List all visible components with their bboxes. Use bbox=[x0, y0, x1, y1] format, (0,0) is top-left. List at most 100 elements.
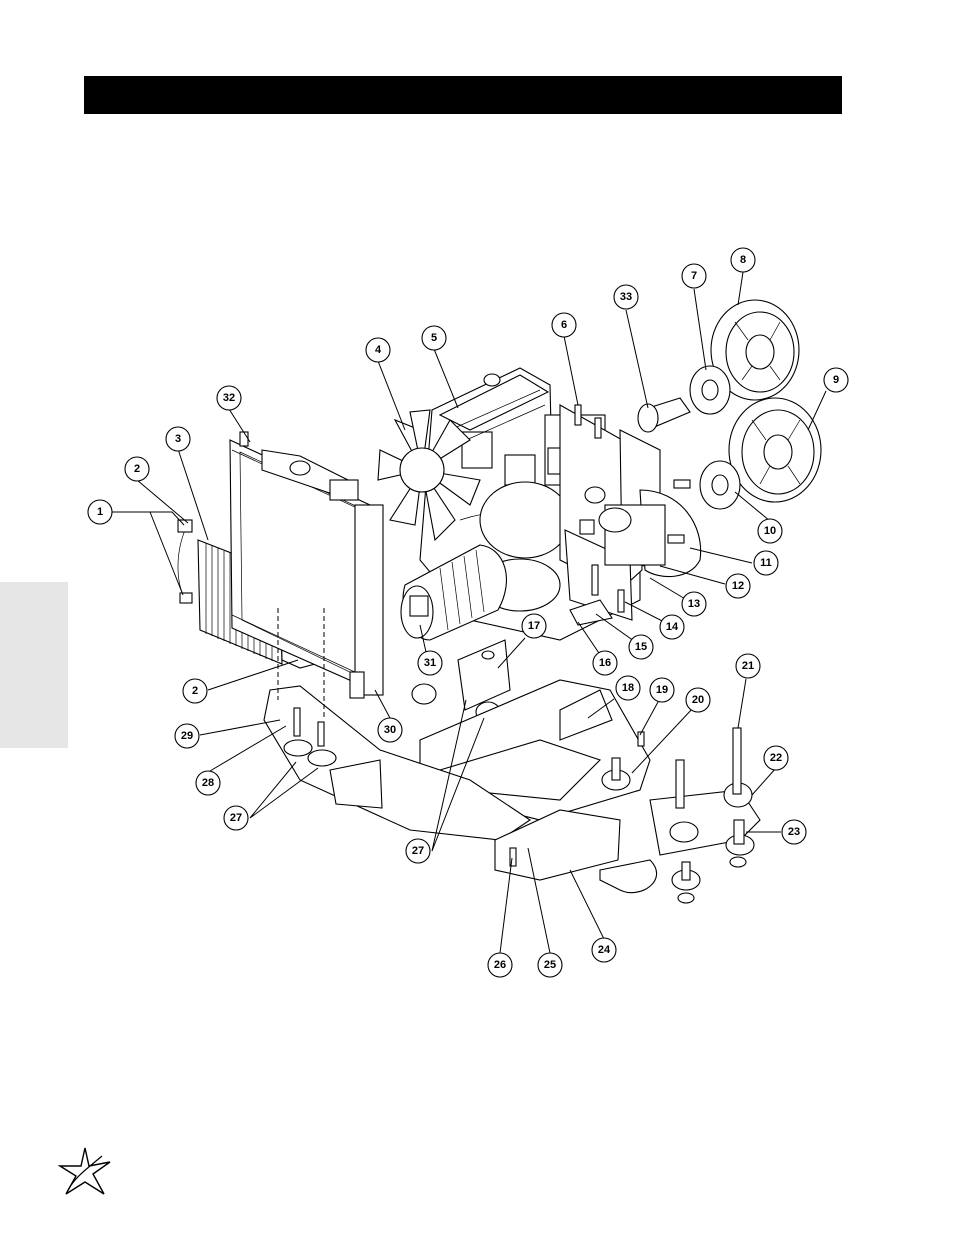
callout-number: 10 bbox=[764, 525, 776, 537]
callout-circle bbox=[551, 312, 577, 338]
callout-27: 27 bbox=[223, 805, 249, 831]
callout-5: 5 bbox=[421, 325, 447, 351]
callout-circle bbox=[681, 263, 707, 289]
callout-circle bbox=[521, 613, 547, 639]
callout-7: 7 bbox=[681, 263, 707, 289]
pulley-hub-shaft bbox=[637, 397, 691, 433]
callout-circle bbox=[681, 591, 707, 617]
section-title-bar bbox=[84, 76, 842, 114]
callout-number: 13 bbox=[688, 598, 700, 610]
pump-assembly bbox=[559, 404, 702, 626]
callout-31: 31 bbox=[417, 650, 443, 676]
callout-number: 14 bbox=[666, 621, 679, 633]
callout-1: 1 bbox=[87, 499, 113, 525]
callout-number: 23 bbox=[788, 826, 800, 838]
callout-2: 2 bbox=[124, 456, 150, 482]
callout-number: 8 bbox=[740, 254, 746, 266]
callout-number: 30 bbox=[384, 724, 396, 736]
callout-30: 30 bbox=[377, 717, 403, 743]
callout-22: 22 bbox=[763, 745, 789, 771]
callout-26: 26 bbox=[487, 952, 513, 978]
callout-circle bbox=[592, 650, 618, 676]
callout-number: 25 bbox=[544, 959, 556, 971]
callout-27: 27 bbox=[405, 838, 431, 864]
callout-number: 18 bbox=[622, 682, 634, 694]
callout-circle bbox=[763, 745, 789, 771]
callout-number: 31 bbox=[424, 657, 436, 669]
callout-circle bbox=[405, 838, 431, 864]
callout-number: 20 bbox=[692, 694, 704, 706]
callout-circle bbox=[223, 805, 249, 831]
callout-number: 22 bbox=[770, 752, 782, 764]
mount-hardware bbox=[283, 707, 755, 904]
callout-21: 21 bbox=[735, 653, 761, 679]
callout-13: 13 bbox=[681, 591, 707, 617]
callout-9: 9 bbox=[823, 367, 849, 393]
callout-16: 16 bbox=[592, 650, 618, 676]
callout-3: 3 bbox=[165, 426, 191, 452]
callout-number: 7 bbox=[691, 270, 697, 282]
pulley-upper bbox=[689, 299, 800, 415]
callout-circle bbox=[649, 677, 675, 703]
callout-33: 33 bbox=[613, 284, 639, 310]
callout-circle bbox=[87, 499, 113, 525]
callout-14: 14 bbox=[659, 614, 685, 640]
callout-6: 6 bbox=[551, 312, 577, 338]
base-frame bbox=[263, 679, 761, 894]
callout-circle bbox=[613, 284, 639, 310]
star-burst-icon bbox=[58, 1147, 111, 1195]
callout-number: 26 bbox=[494, 959, 506, 971]
callout-number: 19 bbox=[656, 684, 668, 696]
callout-circle bbox=[685, 687, 711, 713]
callout-circle bbox=[725, 573, 751, 599]
callout-11: 11 bbox=[753, 550, 779, 576]
callout-circle bbox=[365, 337, 391, 363]
callout-32: 32 bbox=[216, 385, 242, 411]
callout-number: 33 bbox=[620, 291, 632, 303]
callout-circle bbox=[537, 952, 563, 978]
callout-circle bbox=[421, 325, 447, 351]
callout-number: 15 bbox=[635, 641, 647, 653]
callout-number: 17 bbox=[528, 620, 540, 632]
callout-number: 29 bbox=[181, 730, 193, 742]
callout-number: 24 bbox=[598, 944, 611, 956]
callout-4: 4 bbox=[365, 337, 391, 363]
callout-circle bbox=[735, 653, 761, 679]
callout-number: 3 bbox=[175, 433, 181, 445]
callout-10: 10 bbox=[757, 518, 783, 544]
callout-17: 17 bbox=[521, 613, 547, 639]
callout-12: 12 bbox=[725, 573, 751, 599]
callout-circle bbox=[730, 247, 756, 273]
callout-28: 28 bbox=[195, 770, 221, 796]
callout-circle bbox=[124, 456, 150, 482]
callout-19: 19 bbox=[649, 677, 675, 703]
radiator bbox=[229, 431, 384, 699]
callout-29: 29 bbox=[174, 723, 200, 749]
callout-number: 9 bbox=[833, 374, 839, 386]
callout-circle bbox=[165, 426, 191, 452]
pulley-lower bbox=[699, 397, 822, 510]
callout-15: 15 bbox=[628, 634, 654, 660]
callout-number: 11 bbox=[760, 557, 772, 569]
callout-number: 27 bbox=[412, 845, 424, 857]
air-cleaner bbox=[400, 544, 507, 641]
callout-circle bbox=[757, 518, 783, 544]
callout-20: 20 bbox=[685, 687, 711, 713]
callout-18: 18 bbox=[615, 675, 641, 701]
callout-number: 6 bbox=[561, 319, 567, 331]
section-side-tab bbox=[0, 582, 68, 748]
callout-circle bbox=[174, 723, 200, 749]
callout-circle bbox=[823, 367, 849, 393]
callout-number: 27 bbox=[230, 812, 242, 824]
callout-circle bbox=[195, 770, 221, 796]
callout-circle bbox=[487, 952, 513, 978]
callout-number: 16 bbox=[599, 657, 611, 669]
callout-circle bbox=[417, 650, 443, 676]
callout-number: 21 bbox=[742, 660, 754, 672]
callout-8: 8 bbox=[730, 247, 756, 273]
callout-number: 28 bbox=[202, 777, 214, 789]
callout-number: 5 bbox=[431, 332, 437, 344]
diagram-drawing bbox=[177, 299, 822, 904]
